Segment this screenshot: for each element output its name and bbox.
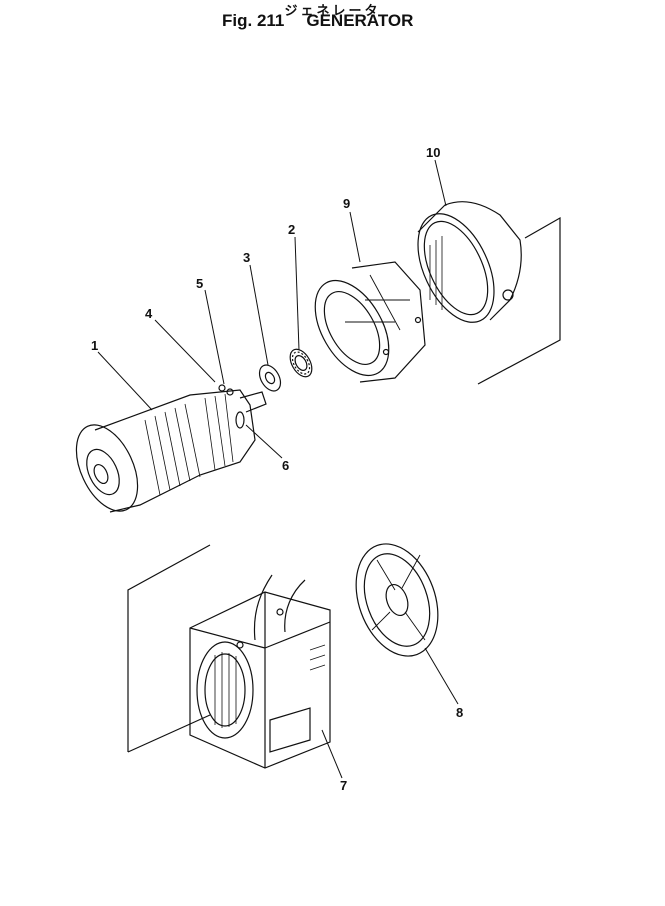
callout-6: 6 [282,458,289,473]
part-1-rotor [75,389,267,513]
part-2-bearing [289,348,313,378]
callout-7: 7 [340,778,347,793]
callout-1: 1 [91,338,98,353]
part-10-cover [417,201,561,385]
callout-10: 10 [426,145,440,160]
part-3-washer [258,364,282,392]
japanese-title: ジェネレータ [284,4,381,19]
callout-3: 3 [243,250,250,265]
part-7-stator-frame [127,544,331,769]
callout-labels: 1 2 3 4 5 6 7 8 9 10 [91,145,463,793]
callout-5: 5 [196,276,203,291]
figure-title: Fig. 211 GENERATOR [222,11,435,31]
callout-4: 4 [145,306,153,321]
page-title: GENERATOR [306,11,414,30]
leader-lines [97,159,459,779]
part-8-end-plate [355,543,439,657]
part-4-5-6-hardware [218,384,245,429]
callout-9: 9 [343,196,350,211]
figure-label: Fig. 211 [222,11,285,30]
callout-2: 2 [288,222,295,237]
part-9-bracket [314,261,426,383]
callout-8: 8 [456,705,463,720]
